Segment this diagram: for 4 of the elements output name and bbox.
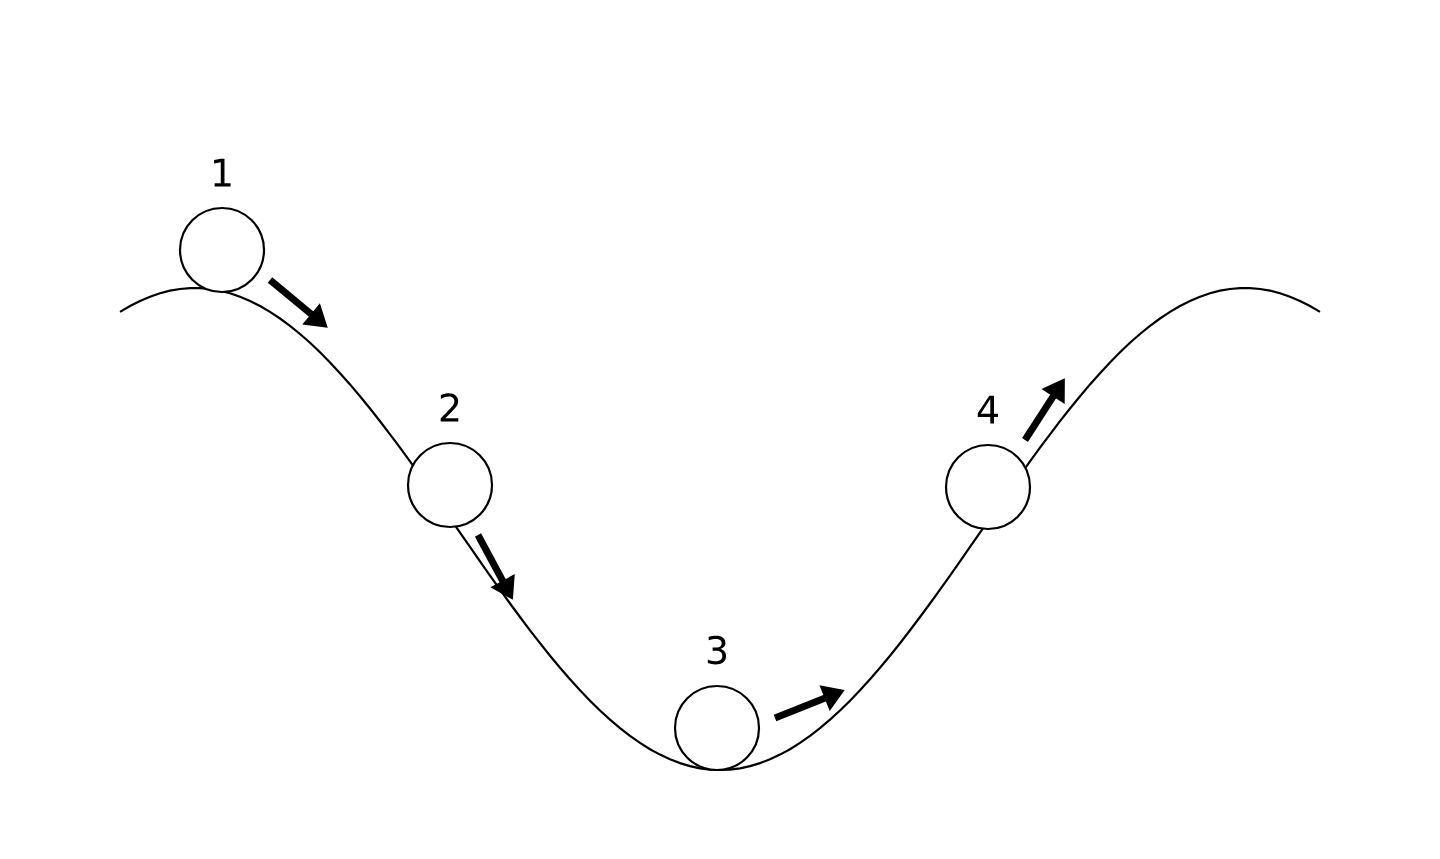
position-number: 3 [707,635,727,665]
position-number: 1 [214,158,231,187]
position-number: 4 [977,395,998,424]
position-number: 2 [440,393,459,422]
